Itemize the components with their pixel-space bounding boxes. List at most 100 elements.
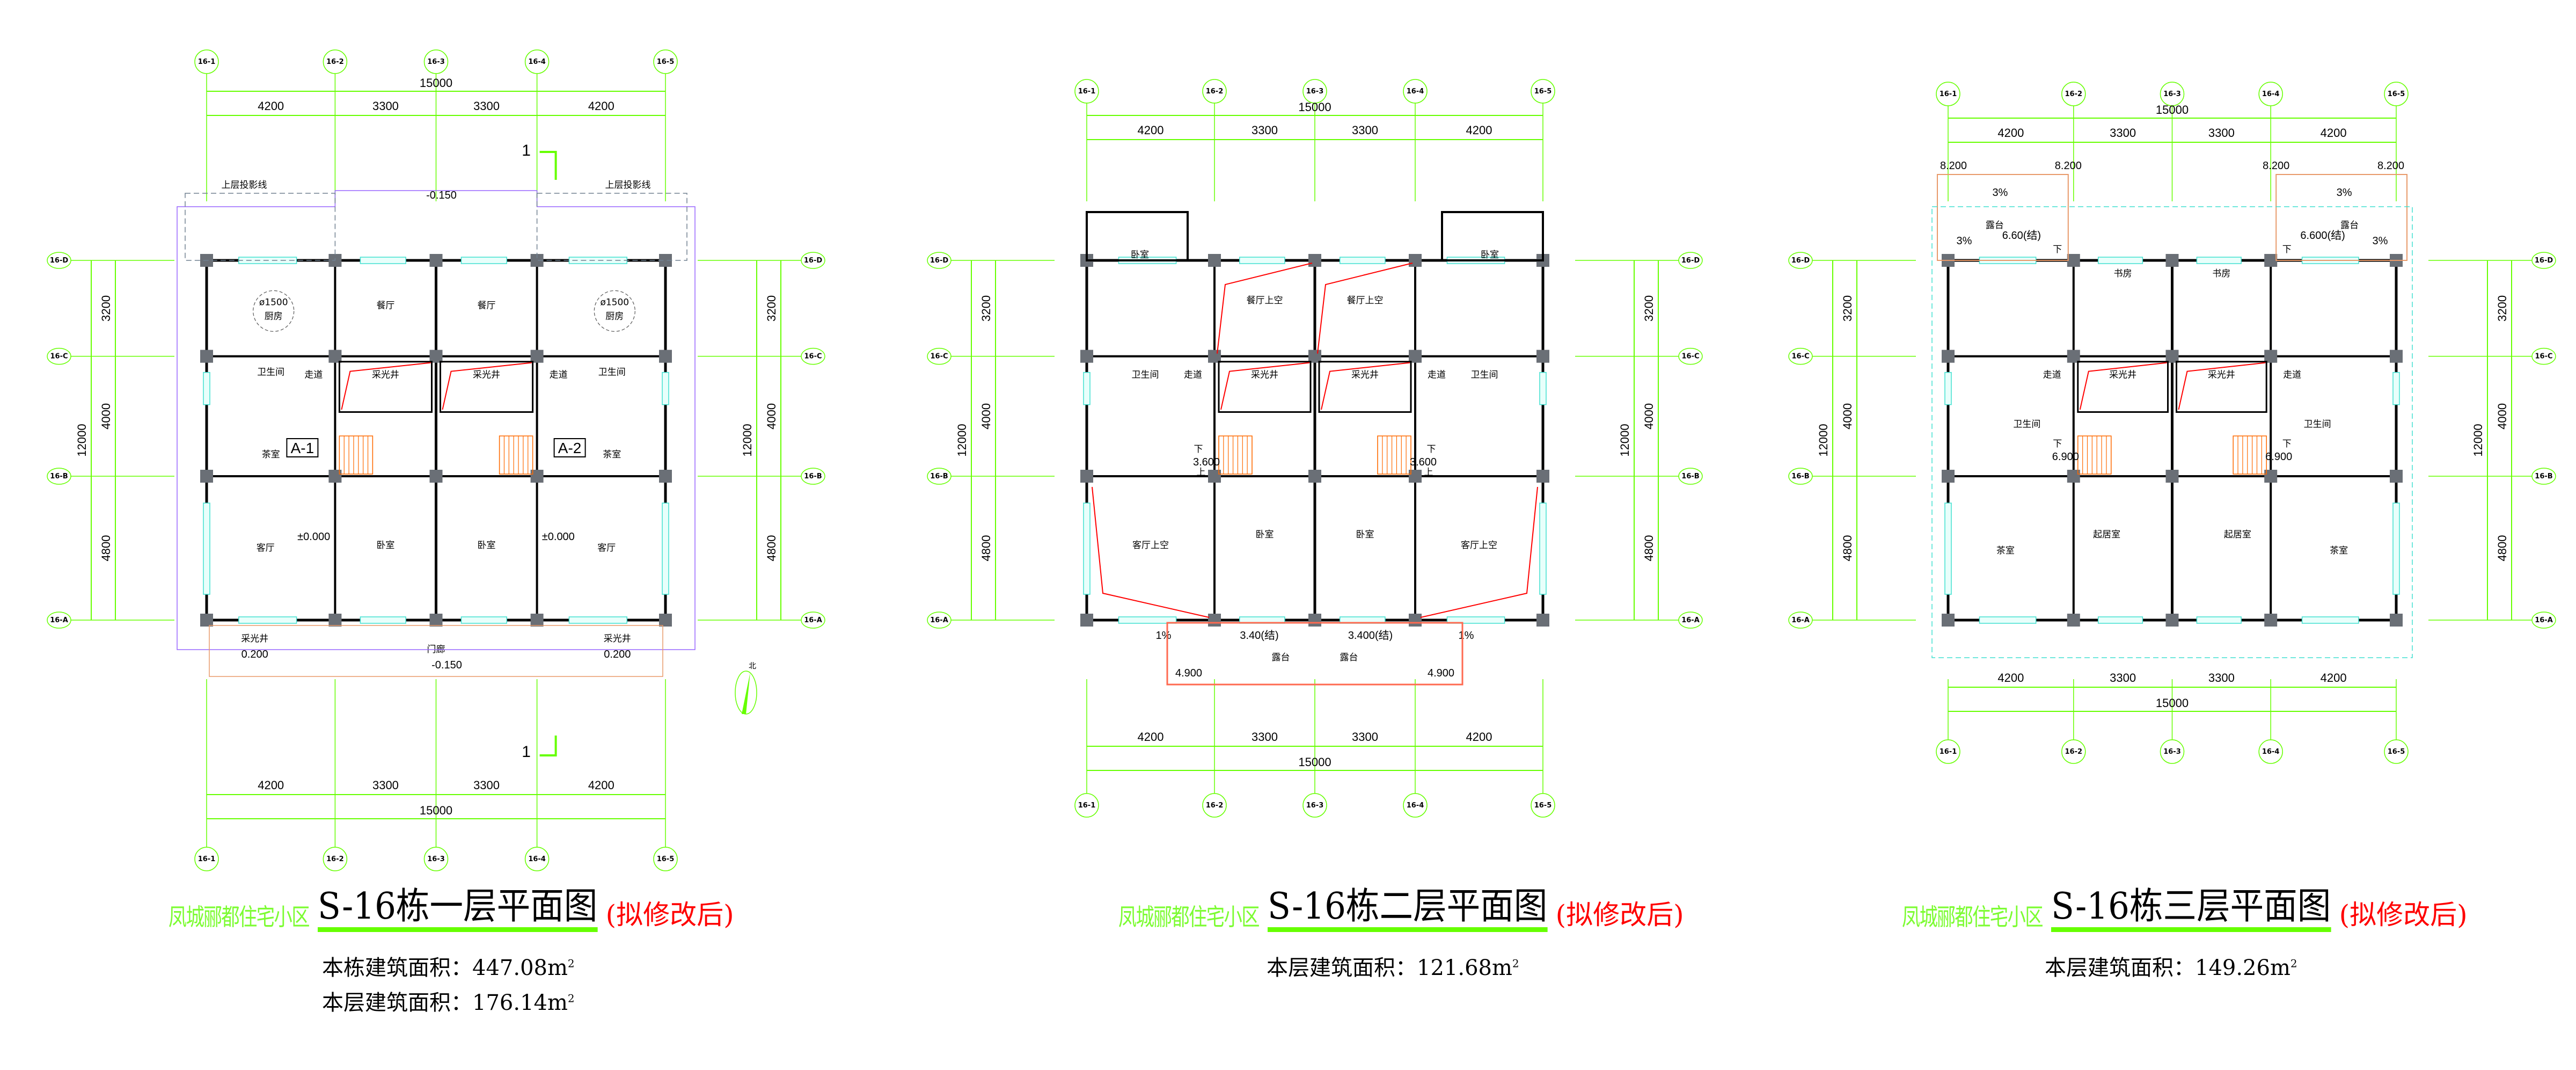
axis-bubble [653,49,678,74]
axis-label: 16-5 [2388,90,2405,98]
axis-bubble [47,252,71,269]
axis-label: 16-5 [657,58,675,66]
dimension-total: 15000 [1298,755,1331,769]
room-bath: 卫生间 [257,367,284,378]
window [1539,503,1547,595]
structural-column [2264,614,2278,627]
window [1446,616,1505,624]
axis-label: 16-5 [1534,802,1552,810]
elevation-lightwell: 0.200 [604,649,631,660]
dimension-span: 3300 [473,99,500,113]
structural-column [659,614,672,627]
axis-label: 16-5 [2388,748,2405,756]
room-lightwell: 采光井 [1251,370,1278,381]
axis-bubble [1788,612,1813,629]
room-bath: 卫生间 [1132,370,1159,381]
stair-down: 下 [2282,439,2292,449]
room-living-void: 客厅上空 [1461,540,1497,551]
room-lightwell: 采光井 [241,634,268,644]
axis-label: 16-1 [198,58,216,66]
upper-floor-projection [536,193,687,261]
stair-tag-box [553,438,586,457]
elevation-stair: 6.900 [2052,451,2079,463]
axis-bubble [1202,79,1227,104]
room-dining-void: 餐厅上空 [1347,295,1384,306]
lightwell-void-line [1220,362,1310,410]
walls [200,254,672,627]
elevation-stair: 3.600 [1410,456,1437,468]
axis-bubble [1531,793,1555,818]
axis-label: 16-B [804,472,822,481]
axis-bubble [423,847,449,871]
dimension-span-y: 3200 [2496,295,2509,322]
axis-bubble [1788,252,1813,269]
room-corridor: 走道 [304,370,323,381]
axis-bubble [1302,793,1327,818]
plan-1: 16-116-116-216-216-316-316-416-416-516-5… [47,49,825,871]
structural-column [2264,350,2278,363]
axis-label: 16-A [1681,616,1700,624]
lightwell-wall [2077,361,2169,413]
slope-mark: 3% [2337,187,2352,199]
room-dining: 餐厅 [376,300,394,311]
structural-column [1942,614,1955,627]
structural-column [1942,470,1955,483]
axis-bubble [801,612,825,629]
area-unit: m [2270,956,2290,980]
area-unit-sup: 2 [567,957,575,970]
axis-label: 16-D [50,257,68,265]
axis-bubble [423,49,449,74]
slope-mark: 1% [1156,630,1172,642]
axis-bubble [1936,82,1960,106]
plan-3-estate-name: 凤城郦都住宅小区 [1901,904,2044,931]
room-corridor: 走道 [1184,370,1202,381]
plan-1-floor-area: 本层建筑面积：176.14m2 [322,985,575,1016]
structural-column [328,614,342,627]
axis-label: 16-D [2535,257,2553,265]
dimension-span-y: 4800 [1841,535,1854,562]
elevation-stair: 3.600 [1193,456,1220,468]
plan-2: 16-116-116-216-216-316-316-416-416-516-5… [927,79,1703,818]
plan-1-title-block: 凤城郦都住宅小区 S-16栋一层平面图 (拟修改后) [129,889,734,932]
axis-label: 16-1 [1078,88,1096,96]
stair-down: 下 [1194,444,1203,455]
dimension-span: 4200 [1997,671,2024,685]
window [2097,257,2143,264]
axis-bubble [1074,79,1099,104]
area-value: 121.68 [1417,956,1492,980]
dimension-span: 4200 [588,778,614,792]
axis-label: 16-D [1681,257,1700,265]
window [1340,257,1386,264]
dimension-span: 3300 [1352,123,1378,137]
axis-label: 16-3 [427,58,445,66]
room-tea: 茶室 [262,449,280,460]
axis-label: 16-4 [2262,748,2280,756]
area-unit-sup: 2 [1512,957,1519,970]
axis-bubble [2384,739,2409,764]
axis-label: 16-3 [1306,802,1324,810]
room-bath: 卫生间 [2304,419,2331,430]
axis-label: 16-A [1791,616,1810,624]
axis-bubble [47,347,71,365]
room-corridor: 走道 [550,370,568,381]
lightwell-void-line [1321,362,1410,410]
dimension-span: 4200 [2321,671,2347,685]
stairs [339,435,533,475]
dimension-span-y: 4000 [979,403,993,430]
structural-column [1536,470,1549,483]
dimension-span-y: 4000 [1642,403,1656,430]
structural-column [1080,470,1093,483]
dimension-span-y: 4000 [2496,403,2509,430]
axis-label: 16-3 [1306,88,1324,96]
elevation-parapet: 8.200 [1940,160,1967,172]
axis-bubble [194,49,219,74]
stairs [1218,435,1411,475]
upper-floor-projection [185,193,336,261]
room-study: 书房 [2114,268,2132,279]
lightwell-wall [1218,361,1312,413]
window [2392,503,2400,595]
axis-label: 16-1 [1940,90,1957,98]
structural-column [328,350,342,363]
